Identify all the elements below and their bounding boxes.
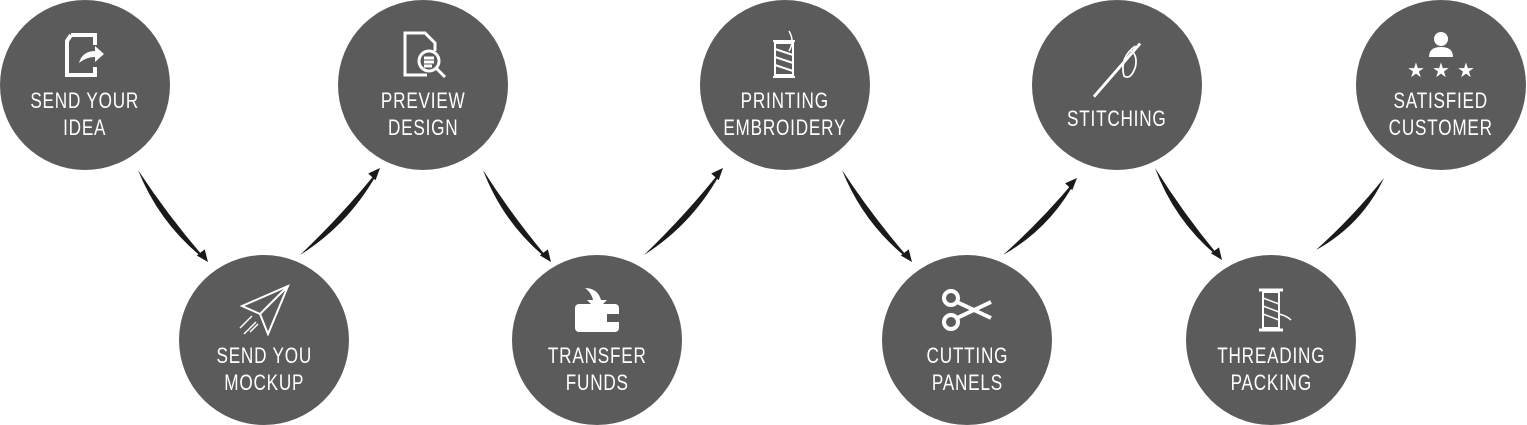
connector-arrow: [138, 170, 208, 262]
step-label-line1: CUTTING: [926, 343, 1008, 368]
step-label-line2: DESIGN: [387, 115, 459, 140]
spool-icon: [1245, 284, 1297, 336]
step-label-line1: SEND YOUR: [30, 88, 140, 113]
step-label-line2: PANELS: [931, 370, 1003, 395]
scissors-icon: [941, 284, 993, 336]
file-share-icon: [59, 29, 111, 81]
step-stitching: STITCHING: [1032, 0, 1202, 170]
customer-rating-icon: ★ ★ ★: [1401, 29, 1481, 82]
arrowhead: [196, 249, 208, 262]
step-label-line2: FUNDS: [565, 370, 629, 395]
thread-needle-icon: [759, 29, 811, 81]
step-label-line1: PRINTING: [740, 88, 830, 113]
paper-plane-icon: [238, 284, 290, 337]
arrowhead: [368, 168, 380, 181]
document-search-icon: [397, 29, 449, 81]
step-label-line1: SEND YOU: [216, 343, 312, 368]
svg-text:★: ★: [1432, 58, 1450, 81]
arrowhead: [539, 249, 551, 262]
step-label-line2: MOCKUP: [223, 370, 304, 395]
connector-arrow: [1003, 178, 1077, 255]
step-label-line2: IDEA: [63, 115, 107, 140]
connector-arrow: [1155, 168, 1222, 260]
step-label-line2: CUSTOMER: [1388, 115, 1494, 140]
needle-icon: [1087, 39, 1147, 99]
step-label-line1: PREVIEW: [380, 88, 466, 113]
arrowhead: [1210, 247, 1222, 260]
arrowhead: [900, 249, 912, 262]
connector-arrow: [644, 168, 723, 255]
arrowhead: [711, 168, 723, 181]
svg-text:★: ★: [1457, 58, 1475, 81]
wallet-icon: [571, 284, 623, 336]
connector-arrow: [842, 170, 912, 262]
step-label-line1: TRANSFER: [547, 343, 647, 368]
step-label-line1: STITCHING: [1067, 105, 1167, 131]
connector-arrow: [483, 170, 551, 262]
connector-arrow: [1316, 178, 1384, 250]
svg-text:★: ★: [1407, 58, 1425, 81]
step-label-line2: EMBROIDERY: [723, 115, 847, 140]
arrowhead: [1065, 178, 1077, 191]
step-label-line2: PACKING: [1230, 370, 1312, 395]
connector-arrow: [300, 168, 380, 255]
step-label-line1: THREADING: [1216, 343, 1326, 368]
step-label-line1: SATISFIED: [1393, 88, 1489, 113]
